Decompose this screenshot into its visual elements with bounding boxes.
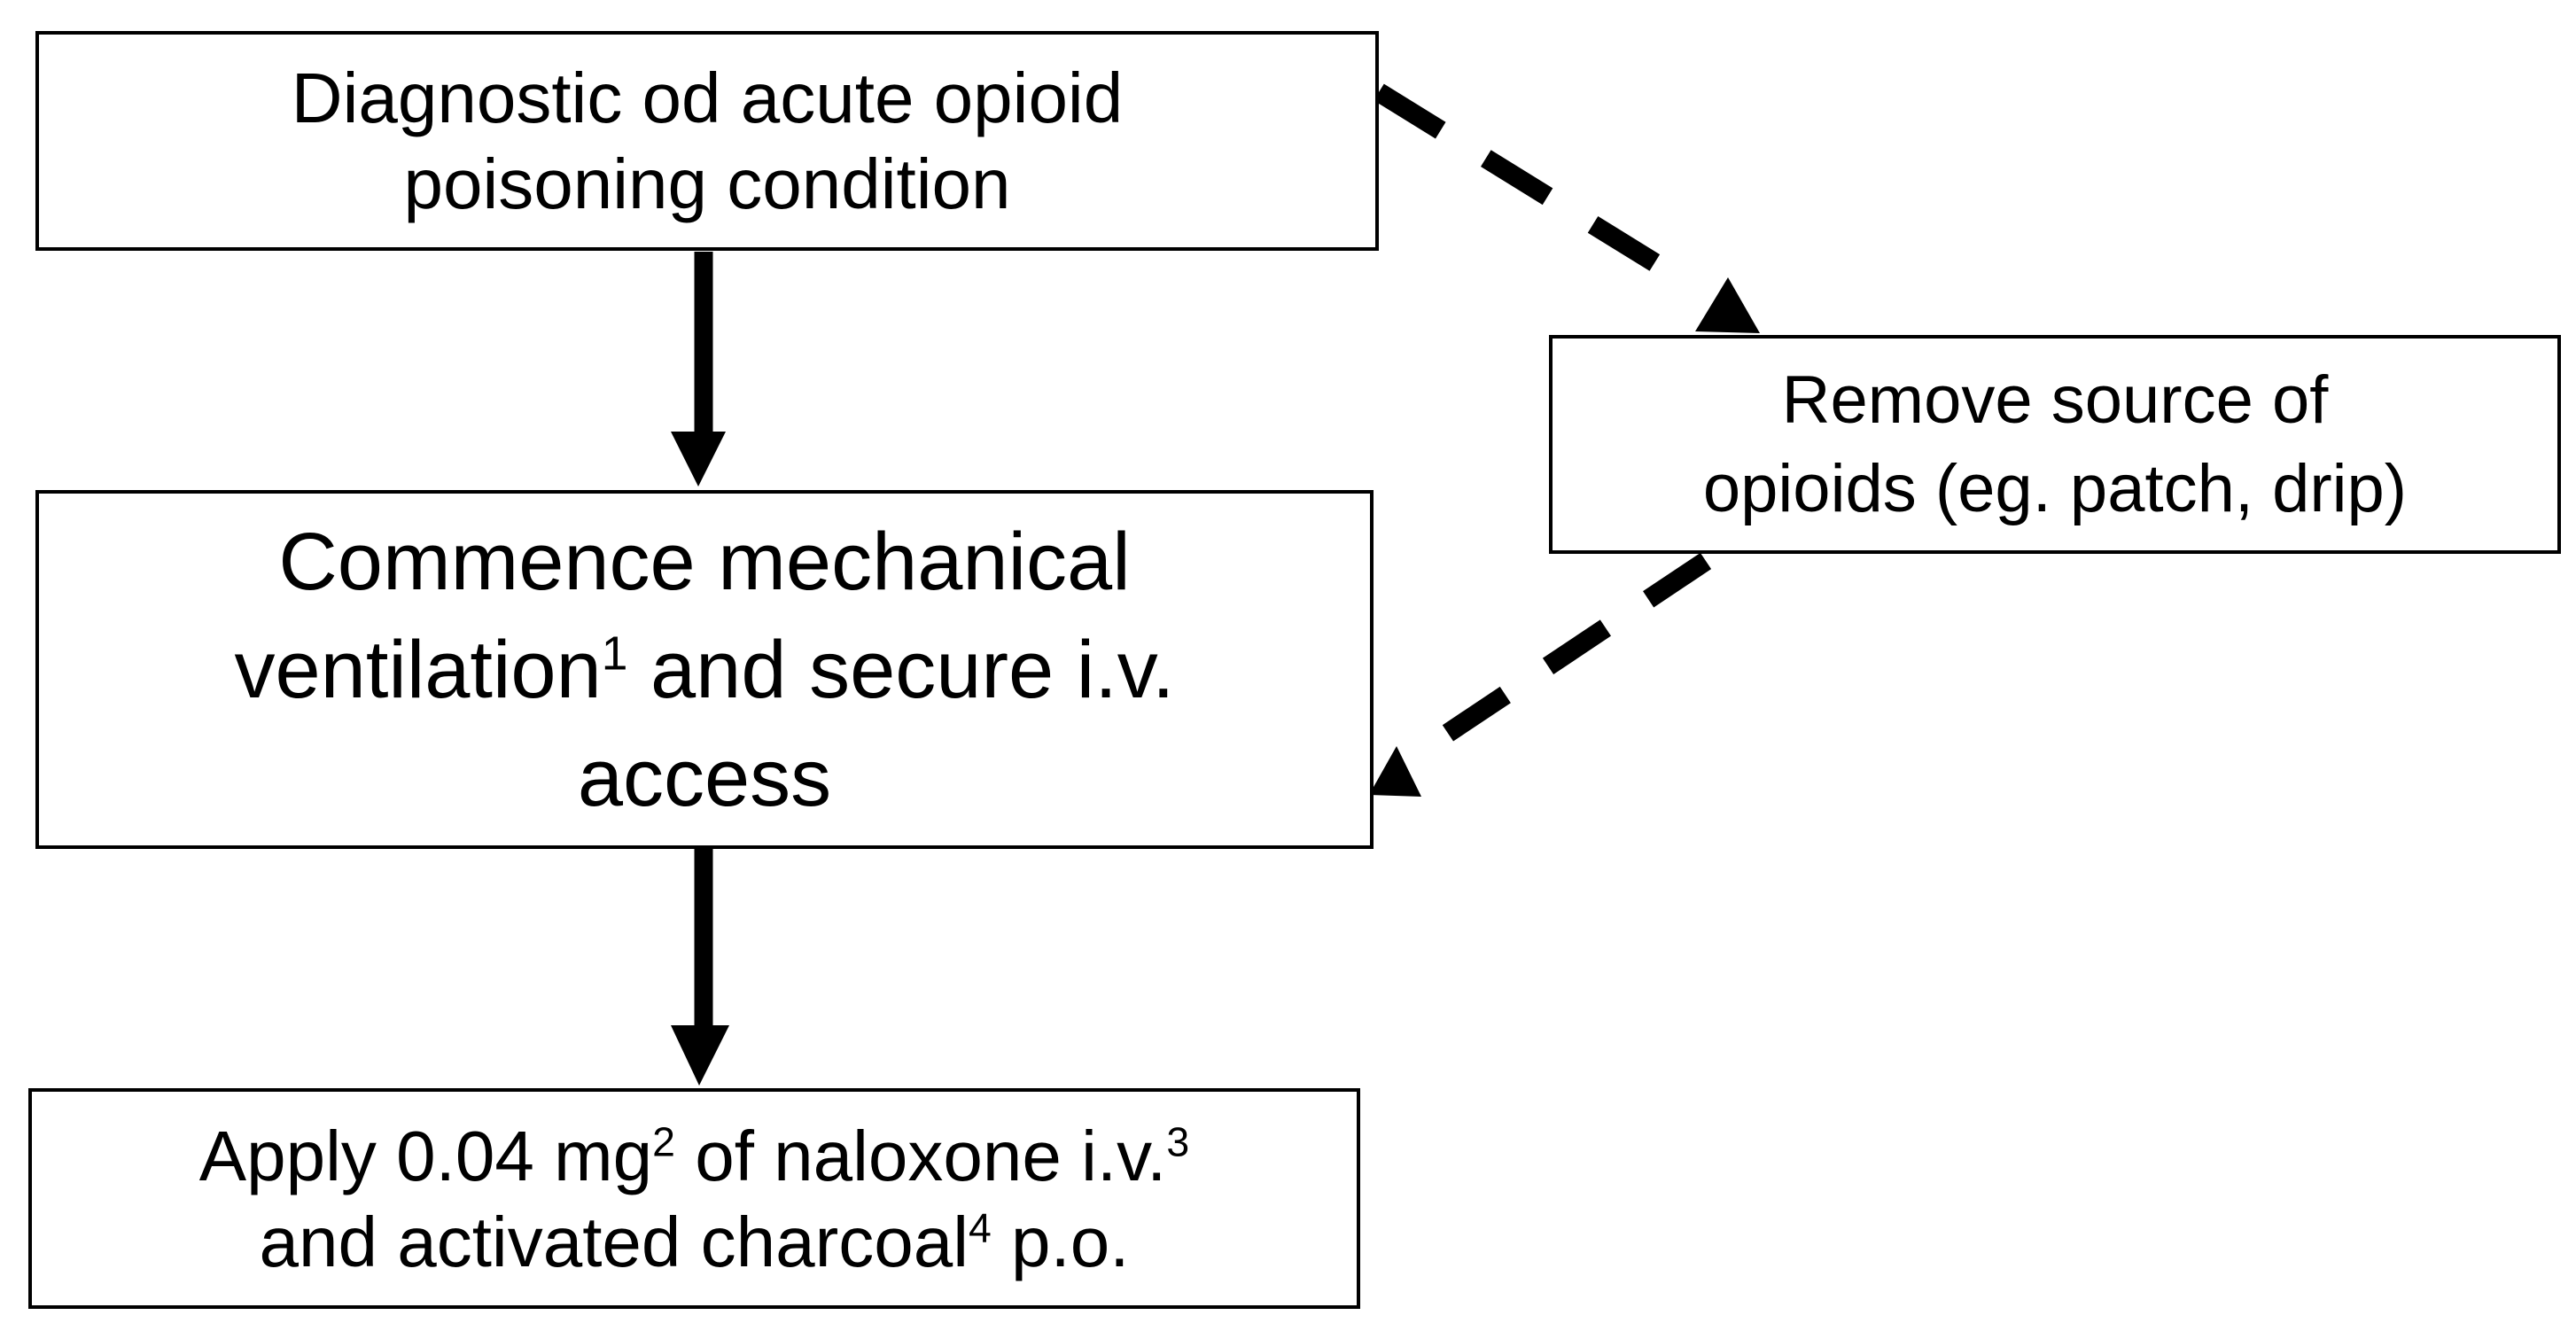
text-segment: and secure i.v.	[627, 624, 1175, 715]
arrowhead-down-icon	[671, 1025, 729, 1086]
superscript-note-ref: 3	[1166, 1117, 1190, 1164]
arrow-diagnosis-to-remove-source	[1374, 83, 1760, 333]
text-line: ventilation1 and secure i.v.	[234, 616, 1174, 724]
text-segment: of naloxone i.v.	[674, 1116, 1167, 1195]
arrowhead-triangle-icon	[1369, 746, 1421, 797]
text-line: and activated charcoal4 p.o.	[260, 1199, 1130, 1285]
text-segment: Commence mechanical	[278, 516, 1131, 607]
superscript-note-ref: 4	[969, 1203, 992, 1250]
arrowhead-triangle-icon	[1695, 277, 1760, 333]
text-line: poisoning condition	[404, 141, 1011, 227]
arrow-diagnosis-to-ventilation	[671, 252, 726, 486]
text-line: Apply 0.04 mg2 of naloxone i.v.3	[199, 1113, 1189, 1199]
text-segment: poisoning condition	[403, 144, 1011, 223]
arrowhead-down-icon	[671, 432, 726, 486]
dashed-arrow-shaft	[1374, 83, 1677, 282]
text-line: opioids (eg. patch, drip)	[1703, 445, 2407, 533]
text-segment: opioids (eg. patch, drip)	[1702, 450, 2408, 526]
flow-box-remove-source: Remove source of opioids (eg. patch, drip…	[1549, 335, 2561, 554]
dashed-arrow-shaft	[1417, 552, 1712, 759]
text-segment: Apply 0.04 mg	[198, 1116, 653, 1195]
text-line: Diagnostic od acute opioid	[292, 55, 1123, 141]
text-segment: and activated charcoal	[259, 1202, 969, 1281]
text-line: Commence mechanical	[278, 508, 1130, 616]
arrow-remove-source-to-ventilation	[1369, 552, 1712, 797]
text-line: Remove source of	[1782, 356, 2329, 445]
text-segment: p.o.	[991, 1202, 1130, 1281]
text-segment: access	[577, 732, 832, 823]
superscript-note-ref: 2	[652, 1117, 675, 1164]
arrow-ventilation-to-naloxone	[671, 849, 729, 1086]
superscript-note-ref: 1	[601, 627, 628, 680]
text-segment: Diagnostic od acute opioid	[291, 58, 1124, 137]
text-line: access	[578, 724, 831, 832]
text-segment: Remove source of	[1781, 362, 2329, 438]
text-segment: ventilation	[234, 624, 602, 715]
